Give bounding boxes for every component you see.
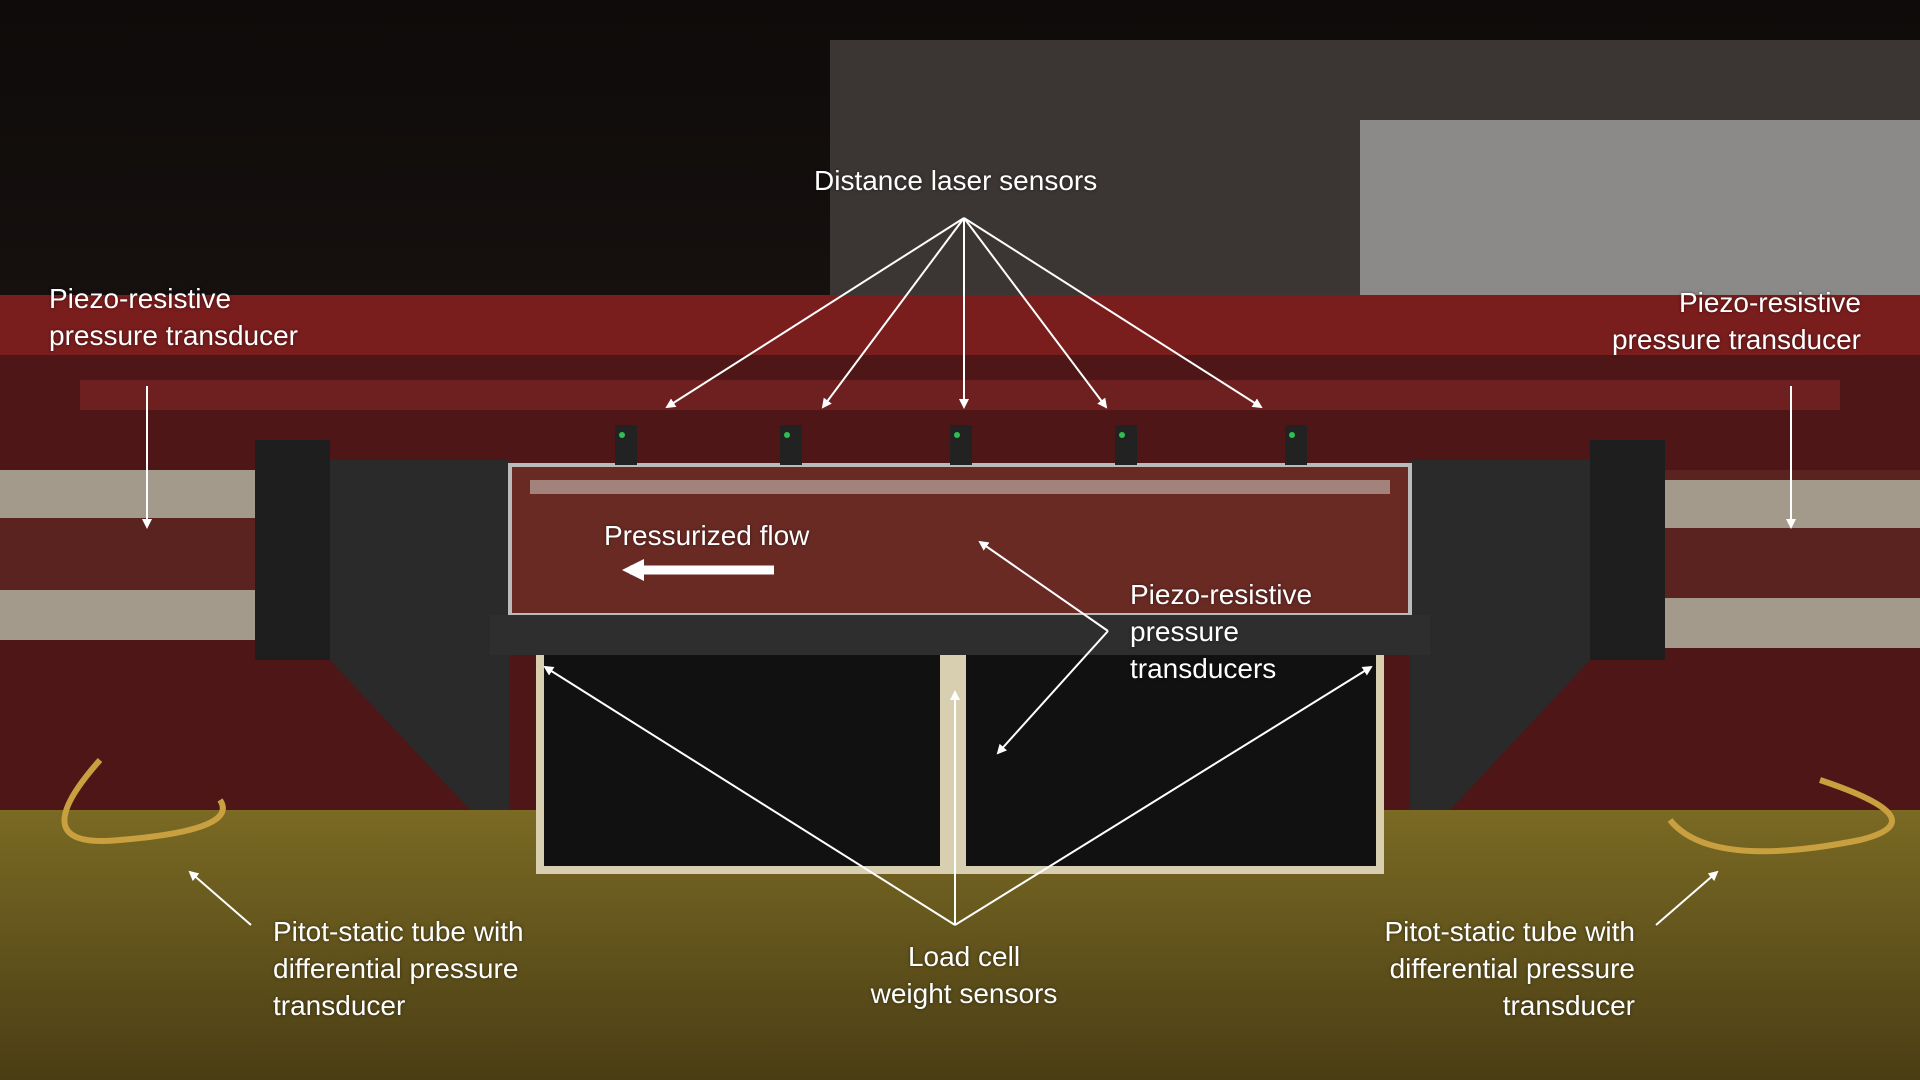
left-transition — [330, 460, 510, 810]
label-line: weight sensors — [870, 978, 1058, 1009]
piezo-center-arrow-1 — [978, 540, 1109, 632]
pitot-right-label: Pitot-static tube with differential pres… — [1384, 913, 1635, 1024]
laser-arrow-2 — [821, 217, 965, 409]
load-cell-arrow-3 — [954, 665, 1373, 926]
piezo-center-arrow-2 — [996, 630, 1109, 755]
label-line: transducers — [1130, 653, 1277, 684]
piezo-center-label: Piezo-resistive pressure transducers — [1130, 576, 1312, 687]
pitot-right-arrow — [1655, 870, 1719, 926]
laser-arrow-1 — [665, 217, 965, 409]
pitot-tube-right — [1667, 777, 1895, 855]
label-line: pressure transducer — [1611, 324, 1861, 355]
label-line: transducer — [1502, 990, 1635, 1021]
red-rack-band — [0, 295, 1920, 355]
label-line: Pitot-static tube with — [1384, 916, 1635, 947]
label-line: pressure transducer — [49, 320, 299, 351]
pressurized-flow-label: Pressurized flow — [604, 520, 810, 551]
label-line: Piezo-resistive — [1130, 579, 1313, 610]
laser-arrow-5 — [963, 217, 1263, 409]
right-transition — [1410, 460, 1590, 810]
laser-arrow-4 — [963, 217, 1108, 409]
label-line: differential pressure — [273, 953, 519, 984]
label-line: Piezo-resistive — [49, 283, 232, 314]
pitot-tube-left — [61, 758, 226, 844]
piezo-right-label: Piezo-resistive pressure transducer — [1612, 284, 1861, 358]
label-line: transducer — [273, 990, 406, 1021]
piezo-left-label: Piezo-resistive pressure transducer — [49, 280, 298, 354]
label-line: Load cell — [907, 941, 1021, 972]
load-cell-label: Load cell weight sensors — [844, 938, 1084, 1012]
label-line: pressure — [1130, 616, 1239, 647]
label-line: Piezo-resistive — [1678, 287, 1861, 318]
label-line: Pitot-static tube with — [273, 916, 524, 947]
whiteboard — [1360, 120, 1920, 300]
load-cell-arrow-1 — [543, 665, 956, 926]
label-line: differential pressure — [1389, 953, 1635, 984]
pitot-left-label: Pitot-static tube with differential pres… — [273, 913, 524, 1024]
pitot-left-arrow — [188, 870, 252, 926]
distance-laser-label: Distance laser sensors — [814, 165, 1098, 196]
